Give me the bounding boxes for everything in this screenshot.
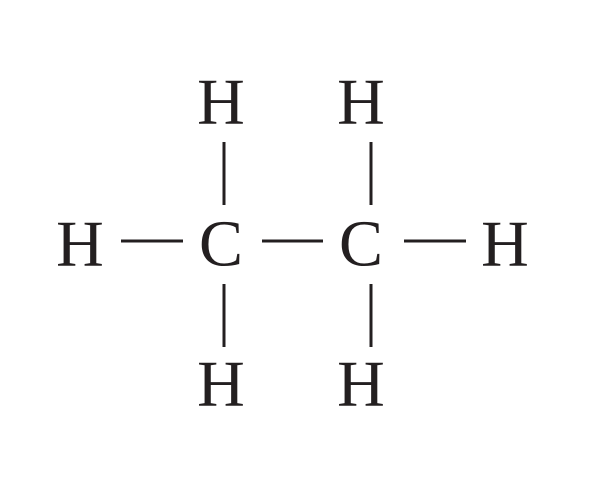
hydrogen-atom-h2: H bbox=[197, 66, 245, 139]
hydrogen-atom-h4: H bbox=[481, 208, 529, 281]
hydrogen-atom-h1: H bbox=[56, 208, 104, 281]
hydrogen-atom-h6: H bbox=[337, 348, 385, 421]
hydrogen-atom-h3: H bbox=[337, 66, 385, 139]
bonds bbox=[121, 142, 466, 347]
hydrogen-atom-h5: H bbox=[197, 348, 245, 421]
carbon-atom-c1: C bbox=[199, 208, 243, 281]
carbon-atom-c2: C bbox=[339, 208, 383, 281]
